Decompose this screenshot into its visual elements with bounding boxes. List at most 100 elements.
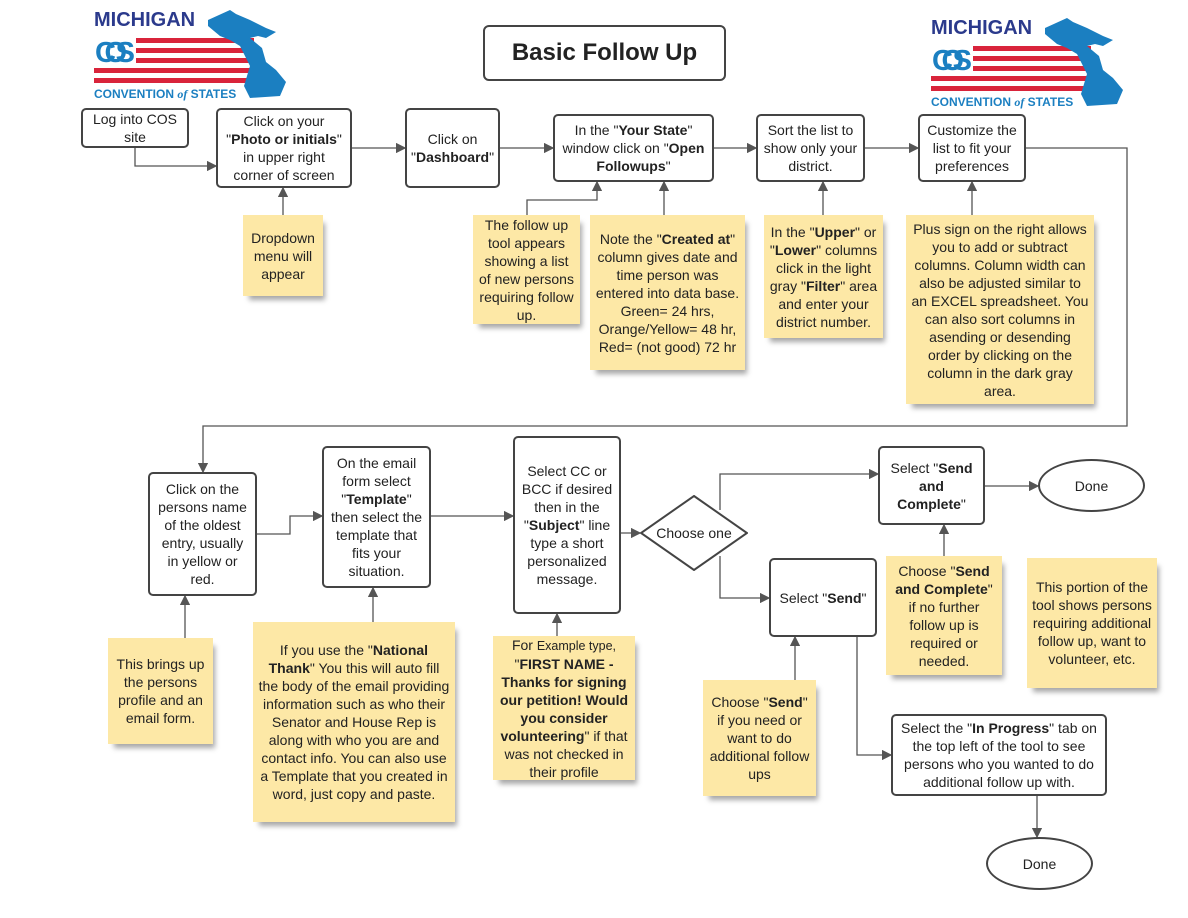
text-segment: " in upper right corner of screen <box>233 131 342 183</box>
portion-note: This portion of the tool shows persons r… <box>1027 558 1157 688</box>
connector-arrow <box>719 556 771 604</box>
national-note: If you use the "National Thank" You this… <box>253 622 455 822</box>
text-segment: On the email form select " <box>336 455 417 507</box>
send-complete-step: Select "Send and Complete" <box>878 446 985 525</box>
text-segment: " tab on the top left of the tool to see… <box>904 720 1097 790</box>
text-segment: For <box>511 636 537 653</box>
node-text: Dropdown menu will appear <box>248 229 318 283</box>
node-text: The follow up tool appears showing a lis… <box>478 216 575 324</box>
text-segment: The follow up tool appears showing a lis… <box>479 216 574 323</box>
text-segment: " columns click in the light gray " <box>769 241 878 294</box>
decision-diamond-shape <box>640 495 748 571</box>
node-text: Choose one <box>656 524 732 542</box>
text-segment: Done <box>1022 855 1057 872</box>
done-1-step: Done <box>1038 459 1145 512</box>
text-segment: Example type, <box>536 638 617 653</box>
node-text: Click on the persons name of the oldest … <box>155 480 250 588</box>
node-text: Click on your "Photo or initials" in upp… <box>223 112 345 184</box>
text-segment: " <box>514 655 520 672</box>
choose-sc-note: Choose "Send and Complete" if no further… <box>886 556 1002 675</box>
brings-note: This brings up the persons profile and a… <box>108 638 213 744</box>
bold-text: Subject <box>528 517 580 533</box>
bold-text: FIRST NAME - Thanks for signing our peti… <box>499 655 629 744</box>
node-text: For Example type, "FIRST NAME - Thanks f… <box>498 636 630 781</box>
login-step: Log into COS site <box>81 108 189 148</box>
text-segment: " You this will auto fill the body of th… <box>258 660 450 802</box>
text-segment: If you use the " <box>279 642 373 658</box>
text-segment: " <box>665 158 671 174</box>
text-segment: " <box>861 589 867 606</box>
svg-text:COS: COS <box>95 37 135 69</box>
node-text: In the "Upper" or "Lower" columns click … <box>769 223 878 331</box>
text-segment: Select " <box>779 589 828 606</box>
bold-text: Send <box>768 694 803 710</box>
customize-step: Customize the list to fit your preferenc… <box>918 114 1026 182</box>
text-segment: Done <box>1074 477 1109 494</box>
upper-note: In the "Upper" or "Lower" columns click … <box>764 215 883 338</box>
node-text: Done <box>1075 477 1108 495</box>
connector-arrow <box>526 180 603 215</box>
in-progress-step: Select the "In Progress" tab on the top … <box>891 714 1107 796</box>
dropdown-note: Dropdown menu will appear <box>243 215 323 296</box>
bold-text: Open Followups <box>596 140 705 174</box>
node-text: Click on "Dashboard" <box>411 130 494 166</box>
text-segment: In the " <box>574 122 619 138</box>
node-text: Plus sign on the right allows you to add… <box>911 220 1089 400</box>
node-text: Select "Send and Complete" <box>885 459 978 513</box>
text-segment: Select the " <box>901 720 973 736</box>
diagram-title: Basic Follow Up <box>483 25 726 81</box>
created-note: Note the "Created at" column gives date … <box>590 215 745 370</box>
connector-arrow <box>856 637 893 761</box>
node-text: If you use the "National Thank" You this… <box>258 641 450 803</box>
text-segment: " line type a short personalized message… <box>527 517 611 587</box>
photo-step: Click on your "Photo or initials" in upp… <box>216 108 352 188</box>
bold-text: Lower <box>774 241 817 258</box>
michigan-cos-logo-left: MICHIGAN COS CONVENTION of STATES <box>94 9 286 101</box>
done-2-step: Done <box>986 837 1093 890</box>
text-segment: " column gives date and time person was … <box>595 230 740 355</box>
bold-text: Created at <box>661 230 731 247</box>
svg-text:CONVENTION of STATES: CONVENTION of STATES <box>931 95 1073 109</box>
text-segment: Dropdown menu will appear <box>251 229 315 282</box>
node-text: This brings up the persons profile and a… <box>113 655 208 727</box>
node-text: Customize the list to fit your preferenc… <box>925 121 1019 175</box>
text-segment: Click on your " <box>226 113 325 147</box>
node-text: Note the "Created at" column gives date … <box>595 230 740 356</box>
text-segment: Sort the list to show only your district… <box>763 122 858 174</box>
bold-text: National Thank <box>268 642 429 676</box>
connector-arrow <box>134 148 218 172</box>
svg-text:COS: COS <box>932 45 972 77</box>
text-segment: " or " <box>769 223 877 258</box>
sort-step: Sort the list to show only your district… <box>756 114 865 182</box>
node-text: On the email form select "Template" then… <box>329 454 424 580</box>
text-segment: Choose " <box>898 562 956 579</box>
email-form-step: On the email form select "Template" then… <box>322 446 431 588</box>
plus-note: Plus sign on the right allows you to add… <box>906 215 1094 404</box>
dashboard-step: Click on "Dashboard" <box>405 108 500 188</box>
text-segment: Select " <box>890 459 939 476</box>
node-text: Done <box>1023 855 1056 873</box>
text-segment: " window click on " <box>562 122 693 156</box>
node-text: Select "Send" <box>780 589 867 607</box>
text-segment: Choose " <box>711 694 769 710</box>
text-segment: In the " <box>770 223 815 240</box>
text-segment: " <box>960 495 966 512</box>
node-text: This portion of the tool shows persons r… <box>1032 578 1152 668</box>
bold-text: Your State <box>618 122 688 138</box>
select-cc-step: Select CC or BCC if desired then in the … <box>513 436 621 614</box>
connector-arrow <box>197 147 1128 474</box>
node-text: Sort the list to show only your district… <box>763 121 858 175</box>
bold-text: Send <box>827 589 862 606</box>
select-send-step: Select "Send" <box>769 558 877 637</box>
node-text: Select CC or BCC if desired then in the … <box>520 462 614 588</box>
node-text: Choose "Send" if you need or want to do … <box>708 693 811 783</box>
bold-text: Upper <box>814 223 856 240</box>
text-segment: This portion of the tool shows persons r… <box>1032 579 1152 667</box>
bold-text: Send and Complete <box>897 459 973 512</box>
bold-text: Filter <box>805 277 841 294</box>
choose-one-step: Choose one <box>640 495 748 571</box>
text-segment: Note the " <box>599 230 662 247</box>
yourstate-step: In the "Your State" window click on "Ope… <box>553 114 714 182</box>
svg-text:CONVENTION of STATES: CONVENTION of STATES <box>94 87 236 101</box>
